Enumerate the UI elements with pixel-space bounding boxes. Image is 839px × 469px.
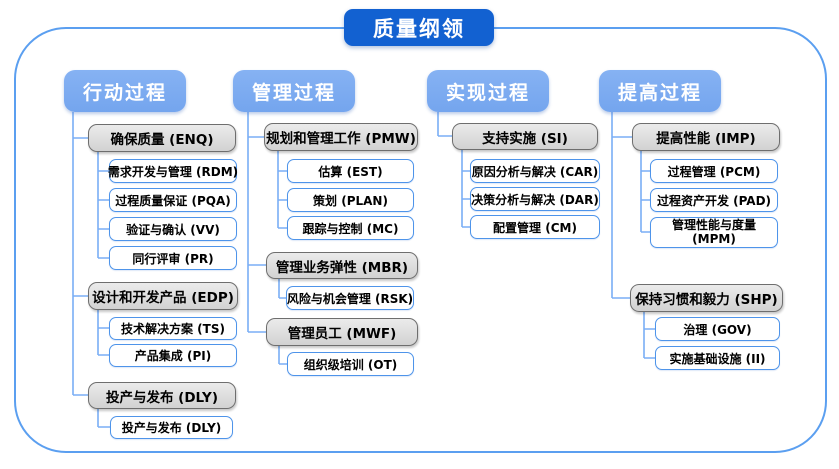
node-pqa: 过程质量保证 (PQA) bbox=[109, 188, 237, 212]
group-dly: 投产与发布 (DLY) bbox=[88, 382, 236, 409]
node-pi: 产品集成 (PI) bbox=[109, 344, 237, 367]
node-mc: 跟踪与控制 (MC) bbox=[287, 216, 414, 240]
column-header-improvement-process: 提高过程 bbox=[599, 70, 721, 112]
group-pmw: 规划和管理工作 (PMW) bbox=[264, 123, 418, 151]
node-plan: 策划 (PLAN) bbox=[287, 188, 414, 212]
node-pr: 同行评审 (PR) bbox=[109, 246, 237, 270]
node-rsk: 风险与机会管理 (RSK) bbox=[286, 286, 414, 310]
node-ts: 技术解决方案 (TS) bbox=[109, 317, 237, 340]
node-dly: 投产与发布 (DLY) bbox=[110, 416, 233, 439]
node-vv: 验证与确认 (VV) bbox=[109, 217, 237, 241]
node-ot: 组织级培训 (OT) bbox=[287, 352, 414, 376]
node-cm: 配置管理 (CM) bbox=[470, 215, 600, 239]
group-mbr: 管理业务弹性 (MBR) bbox=[266, 252, 418, 279]
group-shp: 保持习惯和毅力 (SHP) bbox=[630, 284, 783, 312]
group-si: 支持实施 (SI) bbox=[452, 123, 598, 150]
node-dar: 决策分析与解决 (DAR) bbox=[470, 187, 600, 211]
group-imp: 提高性能 (IMP) bbox=[632, 123, 780, 151]
node-pcm: 过程管理 (PCM) bbox=[650, 159, 778, 183]
node-pad: 过程资产开发 (PAD) bbox=[650, 188, 778, 212]
group-enq: 确保质量 (ENQ) bbox=[88, 124, 236, 152]
column-header-realization-process: 实现过程 bbox=[427, 70, 549, 112]
diagram-title: 质量纲领 bbox=[344, 9, 494, 46]
node-mpm: 管理性能与度量 (MPM) bbox=[650, 217, 778, 248]
column-header-management-process: 管理过程 bbox=[233, 70, 355, 112]
group-mwf: 管理员工 (MWF) bbox=[266, 318, 418, 346]
node-ii: 实施基础设施 (II) bbox=[655, 346, 780, 370]
group-edp: 设计和开发产品 (EDP) bbox=[88, 282, 238, 310]
column-header-action-process: 行动过程 bbox=[64, 70, 186, 112]
node-gov: 治理 (GOV) bbox=[655, 317, 780, 341]
node-car: 原因分析与解决 (CAR) bbox=[470, 159, 600, 183]
node-est: 估算 (EST) bbox=[287, 159, 414, 183]
node-rdm: 需求开发与管理 (RDM) bbox=[108, 159, 238, 183]
